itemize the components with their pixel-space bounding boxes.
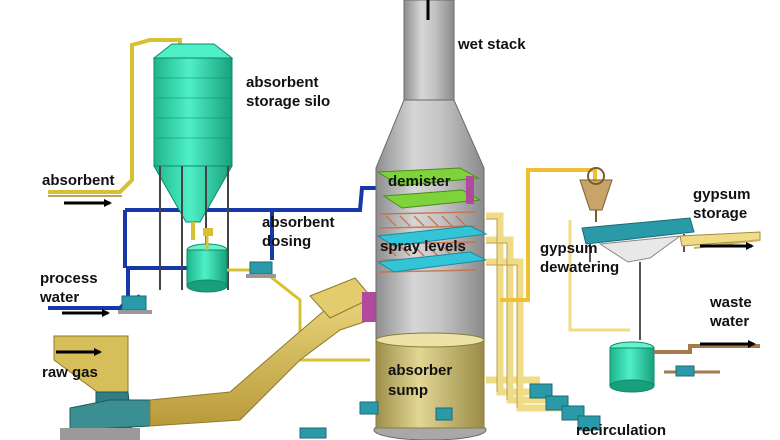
- label-demister: demister: [388, 173, 451, 190]
- recirculation-pipe-edges: [486, 218, 518, 408]
- waste-water-pipe: [654, 344, 760, 354]
- dosing-pump: [246, 261, 276, 278]
- label-wet-stack: wet stack: [458, 36, 526, 53]
- label-waste-water-line1: waste: [710, 294, 752, 311]
- sump-pumps: [299, 365, 695, 439]
- recirculation-pumps: [529, 383, 601, 431]
- label-gypsum-storage-line2: storage: [693, 205, 748, 222]
- hydrocyclone: [579, 167, 613, 222]
- label-process-water-line2: water: [40, 289, 80, 306]
- raw-gas-duct: [53, 277, 377, 431]
- process-water-pump: [118, 295, 152, 314]
- raw-gas-fan-base: [60, 428, 140, 440]
- gypsum-slurry-pipe: [500, 168, 597, 302]
- absorbent-dosing-tank: [186, 228, 228, 293]
- flow-arrows: [56, 199, 756, 356]
- recirculation-pipes: [486, 212, 564, 412]
- label-gypsum-storage-line1: gypsum: [693, 186, 751, 203]
- label-absorbent: absorbent: [42, 172, 115, 189]
- label-silo-line2: storage silo: [246, 93, 331, 110]
- spray-levels: [376, 211, 488, 273]
- label-absorber-sump-line1: absorber: [388, 362, 453, 379]
- label-dosing-line2: dosing: [262, 233, 312, 250]
- label-process-water-line1: process: [40, 270, 98, 287]
- label-gypsum-dewatering-line1: gypsum: [540, 240, 598, 257]
- belt-filter: [581, 217, 695, 263]
- label-dosing-line1: absorbent: [262, 214, 335, 231]
- absorbent-feed-pipe: [48, 38, 182, 194]
- label-absorber-sump-line2: sump: [388, 382, 429, 399]
- label-silo-line1: absorbent: [246, 74, 319, 91]
- demister: [376, 167, 482, 209]
- gypsum-conveyor: [679, 231, 761, 249]
- label-recirculation: recirculation: [576, 422, 667, 439]
- label-raw-gas: raw gas: [42, 364, 98, 381]
- waste-water-tank: [609, 262, 655, 393]
- label-gypsum-dewatering-line2: dewatering: [540, 259, 620, 276]
- gypsum-slurry-return: [568, 220, 630, 332]
- label-spray-levels: spray levels: [380, 238, 466, 255]
- label-waste-water-line2: water: [710, 313, 750, 330]
